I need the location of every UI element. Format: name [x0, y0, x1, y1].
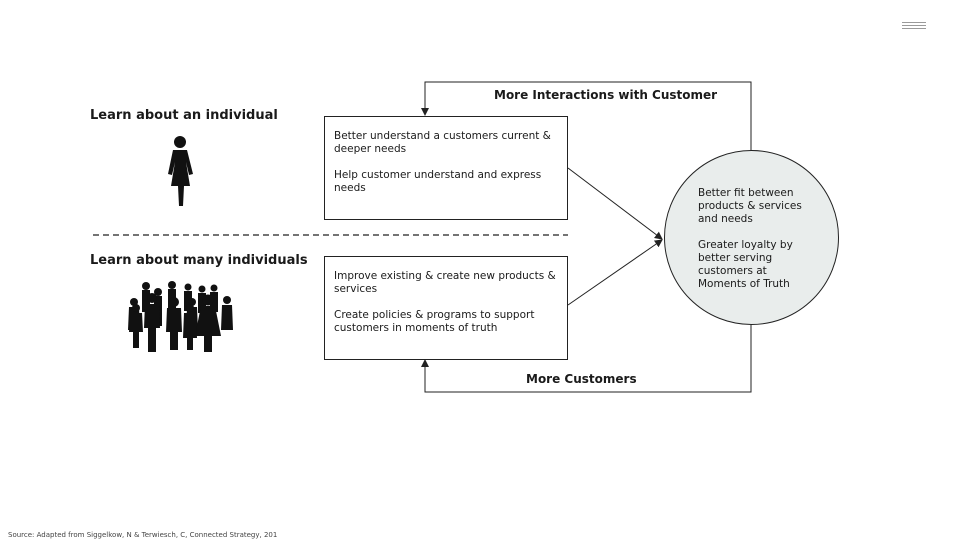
outcome-line-2: Greater loyalty by better serving custom… — [698, 239, 793, 290]
many-box: Improve existing & create new products &… — [324, 256, 568, 360]
outcome-text: Better fit between products & services a… — [698, 187, 816, 304]
hamburger-menu-icon[interactable] — [902, 22, 926, 30]
bottom-loop-label: More Customers — [526, 372, 637, 386]
bottom-loop-line — [421, 325, 752, 393]
outcome-line-1: Better fit between products & services a… — [698, 187, 802, 225]
individual-box: Better understand a customers current & … — [324, 116, 568, 220]
crowd-silhouette-icon — [128, 281, 233, 352]
top-loop-label: More Interactions with Customer — [494, 88, 718, 102]
arrow-many-to-outcome — [567, 239, 663, 306]
top-loop-line — [421, 81, 752, 150]
source-note: Source: Adapted from Siggelkow, N & Terw… — [8, 531, 278, 539]
many-box-line-1: Improve existing & create new products &… — [334, 270, 556, 295]
arrow-individual-to-outcome — [567, 167, 663, 240]
many-box-line-2: Create policies & programs to support cu… — [334, 309, 535, 334]
individual-box-line-1: Better understand a customers current & … — [334, 130, 551, 155]
outcome-circle — [664, 150, 839, 325]
many-heading: Learn about many individuals — [90, 253, 308, 268]
individual-heading: Learn about an individual — [90, 108, 278, 123]
person-silhouette-icon — [168, 136, 193, 206]
individual-box-line-2: Help customer understand and express nee… — [334, 169, 542, 194]
